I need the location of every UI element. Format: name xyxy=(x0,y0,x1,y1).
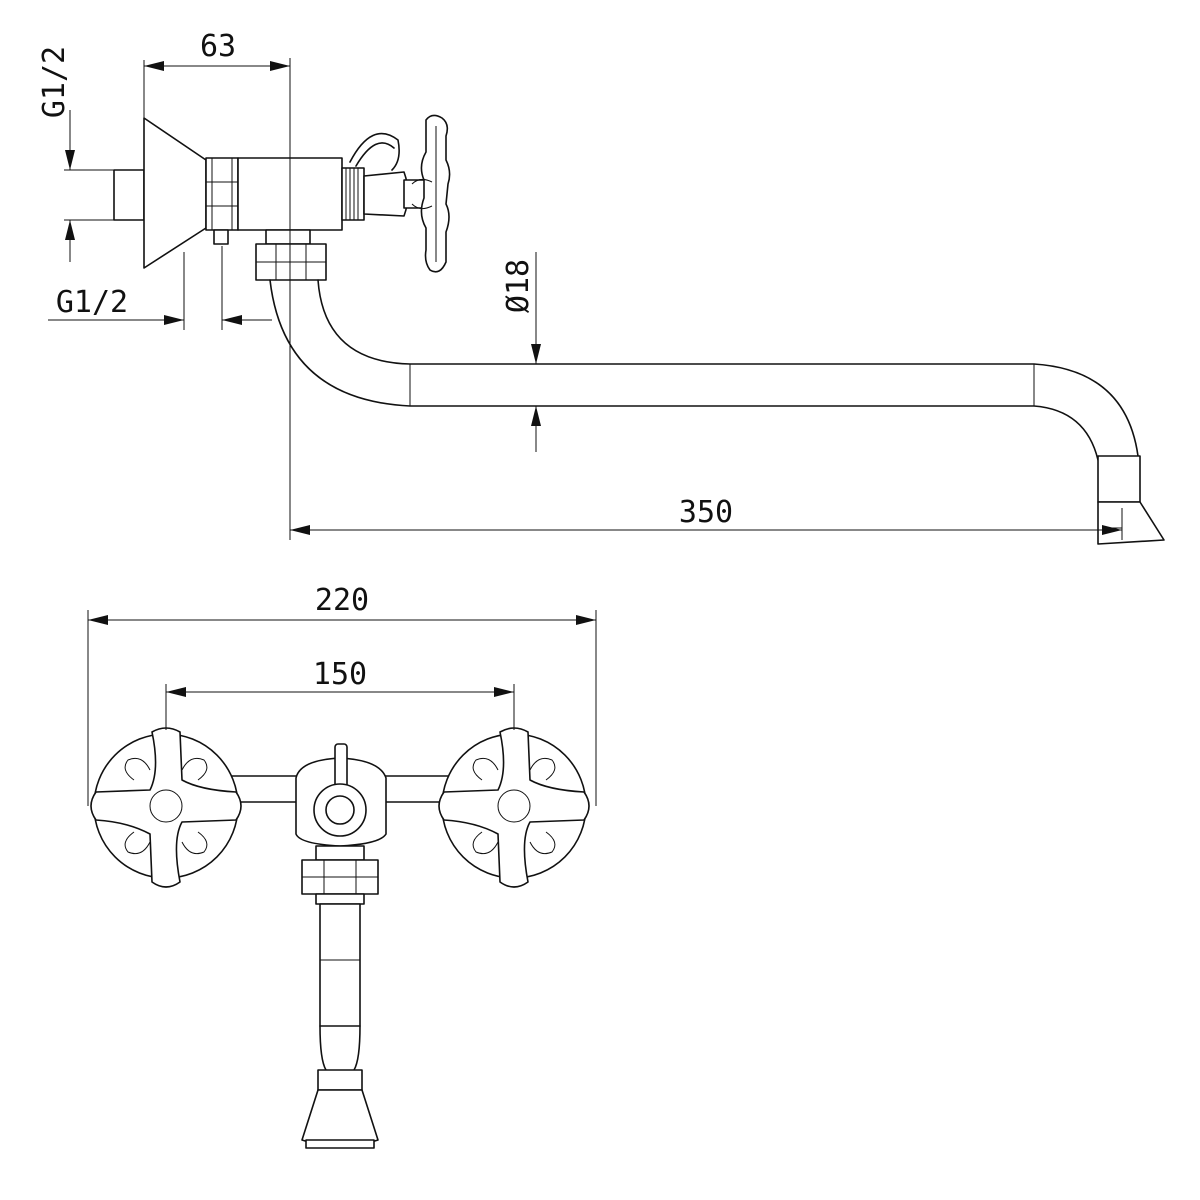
diverter-pin xyxy=(334,743,348,789)
dim-label-diameter: Ø18 xyxy=(501,259,536,313)
aerator-sleeve xyxy=(1097,455,1141,503)
lever-arc xyxy=(349,132,400,171)
side-view-dimensions: 63 G1/2 G1/2 Ø18 350 xyxy=(37,29,1123,540)
wall-flange xyxy=(143,117,207,269)
inlet-pipe xyxy=(113,169,145,221)
outlet-core xyxy=(325,795,355,825)
hex-nut xyxy=(205,157,239,231)
side-view xyxy=(113,114,1165,545)
threaded-ring xyxy=(341,167,365,221)
dim-label-g12-horizontal: G1/2 xyxy=(56,285,128,320)
valve-bonnet xyxy=(363,171,409,217)
dim-label-350: 350 xyxy=(679,495,733,530)
left-handle xyxy=(90,727,242,888)
spout xyxy=(269,279,1165,545)
union-nut-front xyxy=(301,845,379,905)
spout-front xyxy=(301,903,379,1149)
dim-label-220: 220 xyxy=(315,583,369,618)
dim-label-g12-vertical: G1/2 xyxy=(37,46,72,118)
front-view-dimensions: 220 150 xyxy=(87,583,597,806)
aerator-tip xyxy=(1097,501,1165,545)
dim-label-63: 63 xyxy=(200,29,236,64)
front-view xyxy=(90,727,590,1149)
union-nut xyxy=(255,229,327,281)
dim-label-150: 150 xyxy=(313,657,367,692)
right-handle xyxy=(438,727,590,888)
cross-handle-side xyxy=(411,114,451,273)
eccentric-stub xyxy=(213,229,229,245)
